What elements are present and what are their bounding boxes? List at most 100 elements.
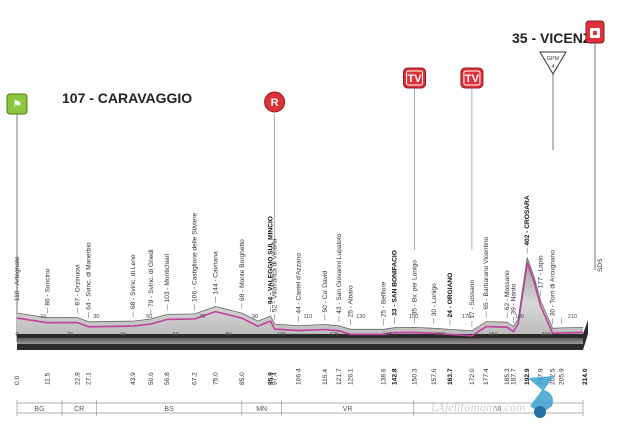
profile-ribbon bbox=[16, 262, 584, 337]
waypoint-label: 68 - Svinc. di Leno bbox=[130, 254, 137, 309]
distance-mark: 140 bbox=[383, 332, 392, 338]
waypoint-label: 68 - Monte Borghetto bbox=[239, 239, 246, 301]
waypoint-label: 52 - Villafranca di Verona bbox=[272, 238, 279, 312]
waypoint-km: 205.9 bbox=[559, 368, 566, 385]
gpm-mountain-icon bbox=[539, 51, 567, 75]
waypoint-label: 65 - Barbarano Vicentino bbox=[483, 236, 490, 309]
waypoint-km: 192.9 bbox=[524, 368, 531, 385]
start-flag-icon-glyph: ⚑ bbox=[12, 98, 22, 111]
waypoint-label: 30 - Lonigo bbox=[431, 283, 438, 316]
waypoint-label: 110 - Artegnate bbox=[14, 256, 21, 301]
tv-label: TV bbox=[407, 73, 422, 85]
waypoint-km: 50.6 bbox=[148, 372, 155, 385]
watermark-text: LAjelitomomo.com bbox=[430, 403, 525, 414]
distance-mark: 210 bbox=[568, 314, 577, 320]
start-block: ⚑ 107 - CARAVAGGIO bbox=[6, 90, 192, 342]
distance-mark: 200 bbox=[541, 332, 550, 338]
finish-side-label: SDS bbox=[597, 258, 604, 272]
waypoint-km: 11.5 bbox=[44, 372, 51, 385]
region-label: MN bbox=[256, 406, 267, 413]
waypoint-label: 144 - Cavriana bbox=[212, 251, 219, 295]
distance-mark: 170 bbox=[462, 314, 471, 320]
distance-mark: 10 bbox=[40, 314, 46, 320]
waypoint-km: 97.4 bbox=[272, 372, 279, 385]
waypoint-label: 25 - Belfiore bbox=[381, 281, 388, 317]
distance-mark: 180 bbox=[488, 332, 497, 338]
waypoint-label: 33 - SAN BONIFACIO bbox=[392, 250, 399, 316]
gpm-label: GPM bbox=[547, 56, 560, 62]
waypoint-label: 25 - Albaro bbox=[348, 285, 355, 317]
profile-base-gradient bbox=[17, 338, 583, 344]
waypoint-km: 150.3 bbox=[412, 368, 419, 385]
distance-mark: 160 bbox=[436, 332, 445, 338]
tv-label: TV bbox=[465, 73, 480, 85]
watermark-logo-icon bbox=[528, 376, 554, 411]
waypoint-label: 30 - Torri di Arcugnano bbox=[550, 250, 557, 317]
waypoint-label: 177 - Lapio bbox=[537, 255, 544, 288]
distance-mark: 130 bbox=[356, 314, 365, 320]
refreshment-icon bbox=[264, 91, 286, 113]
refreshment-label: R bbox=[271, 97, 279, 109]
distance-mark: 40 bbox=[120, 332, 126, 338]
waypoint-label: 106 - Castiglione delle Stiviere bbox=[192, 212, 199, 301]
waypoint-label: 24 - ORGIANO bbox=[447, 273, 454, 318]
waypoint-km: 121.7 bbox=[336, 368, 343, 385]
waypoint-km: 75.0 bbox=[212, 372, 219, 385]
waypoint-km: 187.7 bbox=[510, 368, 517, 385]
waypoint-label: 94 - VALEGGIO SUL MINCIO bbox=[268, 216, 275, 304]
waypoint-km: 85.0 bbox=[239, 372, 246, 385]
distance-mark: 150 bbox=[409, 314, 418, 320]
finish-km: 214.0 bbox=[582, 368, 589, 385]
distance-mark: 60 bbox=[173, 332, 179, 338]
profile-outline bbox=[16, 257, 584, 332]
waypoint-km: 106.4 bbox=[295, 368, 302, 385]
region-label: CR bbox=[74, 406, 84, 413]
waypoint-km: 177.4 bbox=[483, 368, 490, 385]
distance-mark: 120 bbox=[330, 332, 339, 338]
distance-mark: 110 bbox=[304, 314, 313, 320]
distance-mark: 90 bbox=[252, 314, 258, 320]
waypoint-label: 79 - Svinc. di Ghedi bbox=[148, 249, 155, 307]
distance-mark: 190 bbox=[515, 314, 524, 320]
waypoint-label: 39 - Nanto bbox=[510, 283, 517, 314]
waypoint-label: 402 - CROSARA bbox=[524, 195, 531, 245]
waypoint-label: 86 - Soncino bbox=[44, 268, 51, 305]
waypoint-km: 142.8 bbox=[392, 368, 399, 385]
waypoint-km: 67.2 bbox=[192, 372, 199, 385]
region-label: VR bbox=[343, 406, 353, 413]
markers-layer: R TV TV bbox=[264, 67, 484, 250]
distance-mark: 0 bbox=[15, 332, 18, 338]
distance-mark: 70 bbox=[199, 314, 205, 320]
gpm-category: 4 bbox=[551, 64, 554, 70]
waypoint-km: 185.3 bbox=[504, 368, 511, 385]
finish-block: 35 - VICENZA bbox=[512, 20, 605, 270]
distance-mark: 30 bbox=[93, 314, 99, 320]
waypoint-label: 44 - Castel d'Azzano bbox=[295, 253, 302, 314]
waypoint-km: 56.8 bbox=[164, 372, 171, 385]
distance-mark: 20 bbox=[67, 332, 73, 338]
waypoint-km: 138.6 bbox=[381, 368, 388, 385]
region-label: BG bbox=[34, 406, 44, 413]
waypoint-label: 64 - Svinc. di Manerbio bbox=[86, 242, 93, 310]
distance-mark: 80 bbox=[226, 332, 232, 338]
waypoint-label: 35 - Bv. per Lonigo bbox=[412, 260, 419, 316]
waypoint-km: 27.1 bbox=[86, 372, 93, 385]
waypoint-km: 172.0 bbox=[469, 368, 476, 385]
waypoint-label: 43 - San Giovanni Lupatoto bbox=[336, 233, 343, 314]
waypoint-km: 157.6 bbox=[431, 368, 438, 385]
waypoint-km: 22.8 bbox=[74, 372, 81, 385]
watermark: LAjelitomomo.com bbox=[430, 376, 554, 418]
waypoint-km: 116.4 bbox=[322, 369, 329, 385]
finish-label: 35 - VICENZA bbox=[512, 30, 601, 46]
gpm-marker: GPM 4 bbox=[539, 51, 567, 150]
profile-layer: 0 10 20 30 40 50 60 70 80 90 100 110 120 130 140 150 160… bbox=[15, 257, 588, 350]
distance-mark: 50 bbox=[146, 314, 152, 320]
waypoint-km: 43.9 bbox=[130, 372, 137, 385]
waypoint-km: 163.7 bbox=[447, 368, 454, 385]
distance-mark: 100 bbox=[277, 332, 286, 338]
waypoint-label: 17 - Sossano bbox=[469, 280, 476, 319]
waypoint-label: 103 - Montichiari bbox=[164, 253, 171, 302]
region-label: BS bbox=[164, 406, 174, 413]
